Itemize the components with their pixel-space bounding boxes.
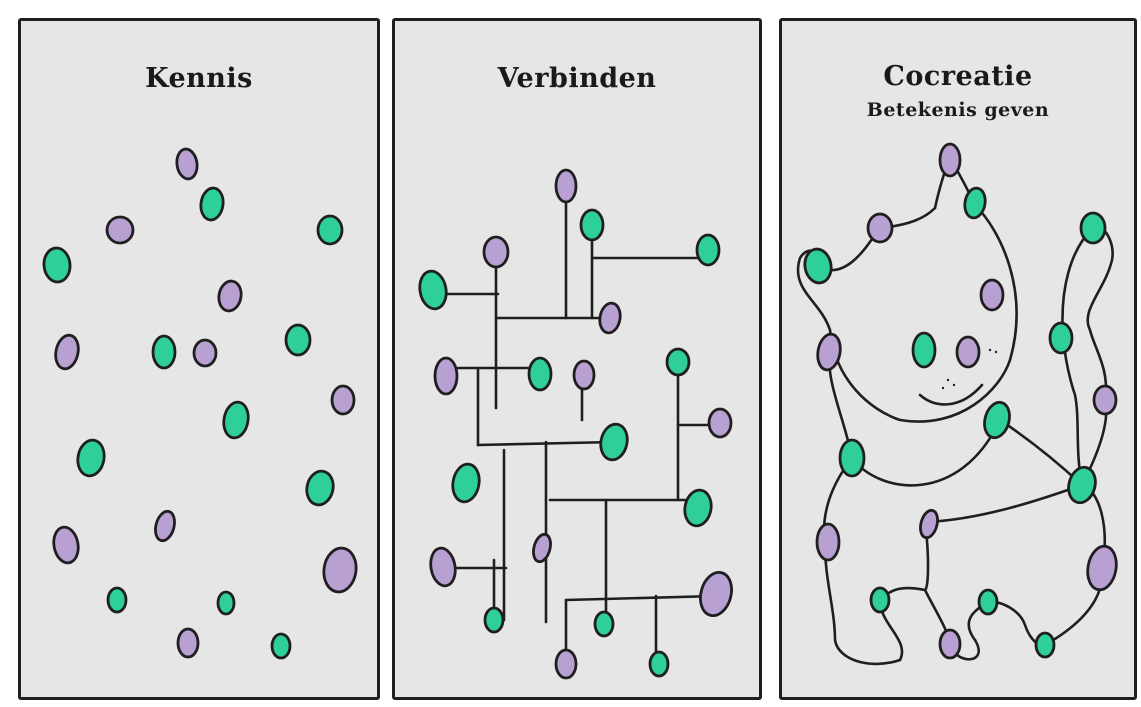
verbinden-dot-15: [531, 532, 554, 563]
kennis-dot-14: [304, 469, 337, 508]
cat-outline-line-21: [1062, 228, 1093, 485]
kennis-dot-20: [178, 629, 198, 657]
kennis-dot-8: [153, 336, 175, 368]
cat-outline-line-25: [920, 385, 982, 404]
cocreatie-dot-17: [1084, 544, 1119, 592]
cat-outline-line-22: [852, 420, 1000, 485]
whisker-dot-3: [947, 379, 949, 381]
cocreatie-dot-21: [1036, 633, 1054, 657]
kennis-dot-21: [272, 634, 290, 658]
verbinden-dot-1: [556, 170, 576, 202]
cocreatie-dot-18: [871, 588, 889, 612]
whisker-dot-2: [995, 351, 997, 353]
cat-outline-line-20: [1088, 226, 1113, 400]
cat-outline-line-18: [1000, 420, 1082, 485]
cocreatie-dot-19: [979, 590, 997, 614]
verbinden-dot-16: [428, 546, 458, 588]
kennis-dot-10: [286, 325, 310, 355]
verbinden-dot-21: [650, 652, 668, 676]
verbinden-dot-20: [556, 650, 576, 678]
verbinden-dot-13: [450, 462, 482, 504]
cocreatie-dot-1: [940, 144, 960, 176]
verbinden-dot-8: [529, 358, 551, 390]
cocreatie-dot-13: [840, 440, 864, 476]
verbinden-dot-18: [485, 608, 503, 632]
cocreatie-dot-6: [981, 280, 1003, 310]
kennis-dot-19: [218, 592, 234, 614]
kennis-dot-3: [107, 217, 133, 243]
kennis-dot-13: [75, 438, 107, 478]
kennis-dot-7: [53, 333, 82, 371]
whisker-dot-4: [953, 384, 955, 386]
verbinden-dot-2: [581, 210, 603, 240]
verbinden-dot-9: [574, 361, 594, 389]
kennis-dot-12: [221, 400, 251, 440]
cocreatie-dot-10: [1050, 323, 1072, 353]
kennis-dot-6: [217, 279, 244, 312]
cocreatie-dot-11: [981, 400, 1013, 441]
cocreatie-dot-14: [1065, 464, 1099, 506]
cocreatie-dot-5: [802, 247, 834, 285]
verbinden-dot-12: [598, 422, 631, 463]
verbinden-dot-3: [484, 237, 508, 267]
kennis-dot-17: [321, 546, 359, 594]
verbinden-line-20: [566, 596, 716, 600]
kennis-dot-11: [332, 386, 354, 414]
verbinden-dot-7: [435, 358, 457, 394]
verbinden-dot-11: [709, 409, 731, 437]
kennis-dot-4: [318, 216, 342, 244]
verbinden-dot-5: [417, 269, 449, 311]
verbinden-dot-17: [696, 569, 736, 619]
cocreatie-dot-20: [940, 630, 960, 658]
kennis-dot-1: [175, 148, 199, 180]
connection-lines: [446, 158, 1113, 664]
cocreatie-dot-15: [918, 508, 941, 539]
verbinden-dot-14: [682, 488, 714, 528]
cocreatie-dot-4: [1081, 213, 1105, 243]
kennis-dot-2: [199, 187, 225, 222]
verbinden-dot-6: [598, 301, 623, 334]
cocreatie-dot-12: [1094, 386, 1116, 414]
cat-outline-line-24: [925, 485, 1082, 522]
cocreatie-dot-3: [868, 214, 892, 242]
whisker-dot-5: [942, 387, 944, 389]
kennis-dot-18: [108, 588, 126, 612]
kennis-dot-16: [152, 509, 177, 543]
verbinden-dot-10: [667, 349, 689, 375]
cocreatie-dot-9: [957, 337, 979, 367]
kennis-dot-5: [43, 247, 72, 283]
verbinden-dot-4: [697, 235, 719, 265]
cocreatie-dot-8: [913, 333, 935, 367]
whisker-dot-1: [989, 349, 991, 351]
cocreatie-dot-16: [817, 524, 839, 560]
kennis-dot-15: [51, 525, 81, 565]
kennis-dot-9: [194, 340, 216, 366]
verbinden-dot-19: [595, 612, 613, 636]
